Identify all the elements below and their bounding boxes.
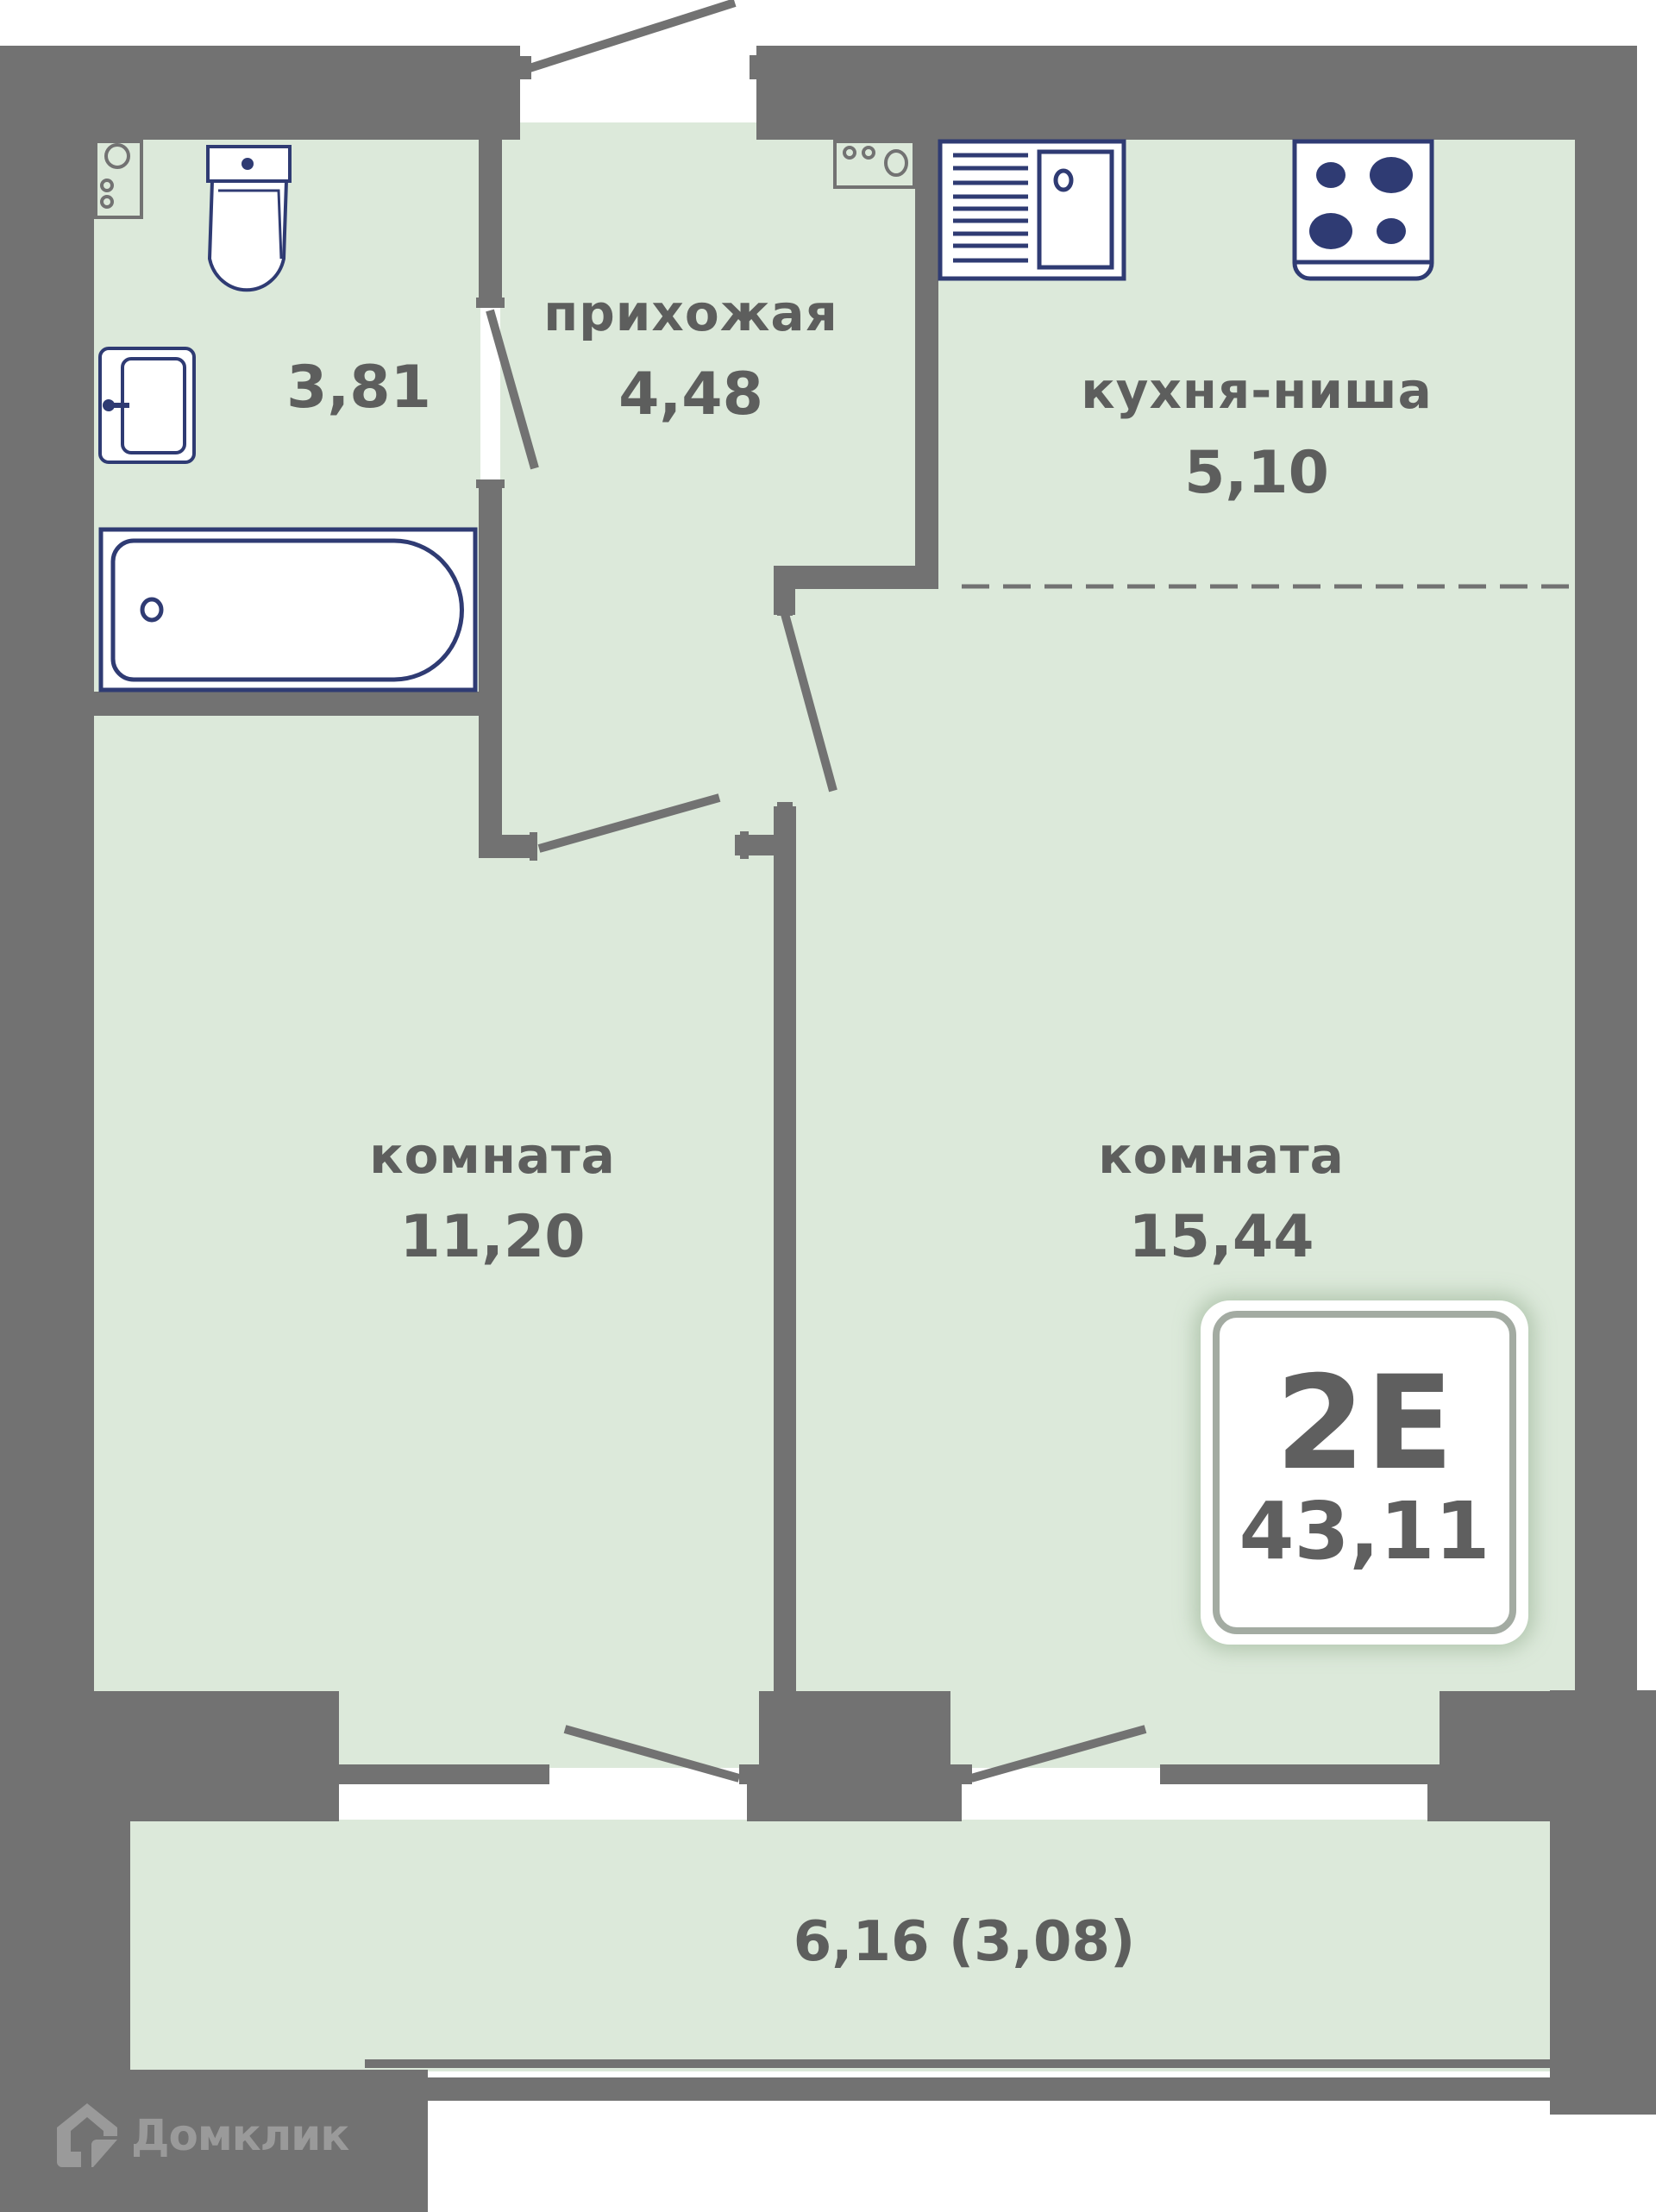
washbasin-icon xyxy=(98,347,196,464)
balcony-door-left xyxy=(563,1725,741,1783)
walls xyxy=(0,46,1656,2212)
room-left-area: 11,20 xyxy=(399,1203,586,1271)
balcony-floor xyxy=(130,1820,1552,2071)
kitchen-area: 5,10 xyxy=(1184,439,1329,507)
domclick-logo: Домклик xyxy=(55,2101,349,2170)
balcony-area: 6,16 (3,08) xyxy=(793,1910,1136,1974)
room-right-door xyxy=(781,612,837,793)
bathtub-icon xyxy=(98,527,478,692)
floor-fills xyxy=(94,122,1577,2071)
room-left-door xyxy=(537,793,721,853)
domclick-house-icon xyxy=(57,2103,117,2167)
room-right-name: комната xyxy=(1098,1126,1345,1185)
hallway-area: 4,48 xyxy=(618,360,763,429)
hallway-name: прихожая xyxy=(543,284,838,342)
balcony-door-right xyxy=(969,1725,1147,1783)
toilet-icon xyxy=(206,145,292,292)
entrance-door xyxy=(528,0,737,72)
room-right-area: 15,44 xyxy=(1128,1203,1314,1271)
vent-shaft-icon xyxy=(94,140,143,219)
unit-badge: 2Е 43,11 xyxy=(1201,1300,1528,1645)
unit-type: 2Е xyxy=(1275,1349,1454,1499)
unit-badge-border xyxy=(1213,1311,1516,1634)
kitchen-name: кухня-ниша xyxy=(1081,361,1433,420)
bathroom-area: 3,81 xyxy=(286,354,431,422)
domclick-wordmark: Домклик xyxy=(131,2110,349,2160)
door-leaves xyxy=(486,0,1147,1783)
room-left-name: комната xyxy=(369,1126,616,1185)
unit-total-area: 43,11 xyxy=(1239,1485,1490,1577)
vent-shaft-icon xyxy=(833,140,916,189)
kitchen-sink-icon xyxy=(938,139,1126,281)
stove-icon xyxy=(1292,139,1434,281)
room-left-floor xyxy=(94,714,775,1694)
bathroom-door xyxy=(486,309,539,470)
